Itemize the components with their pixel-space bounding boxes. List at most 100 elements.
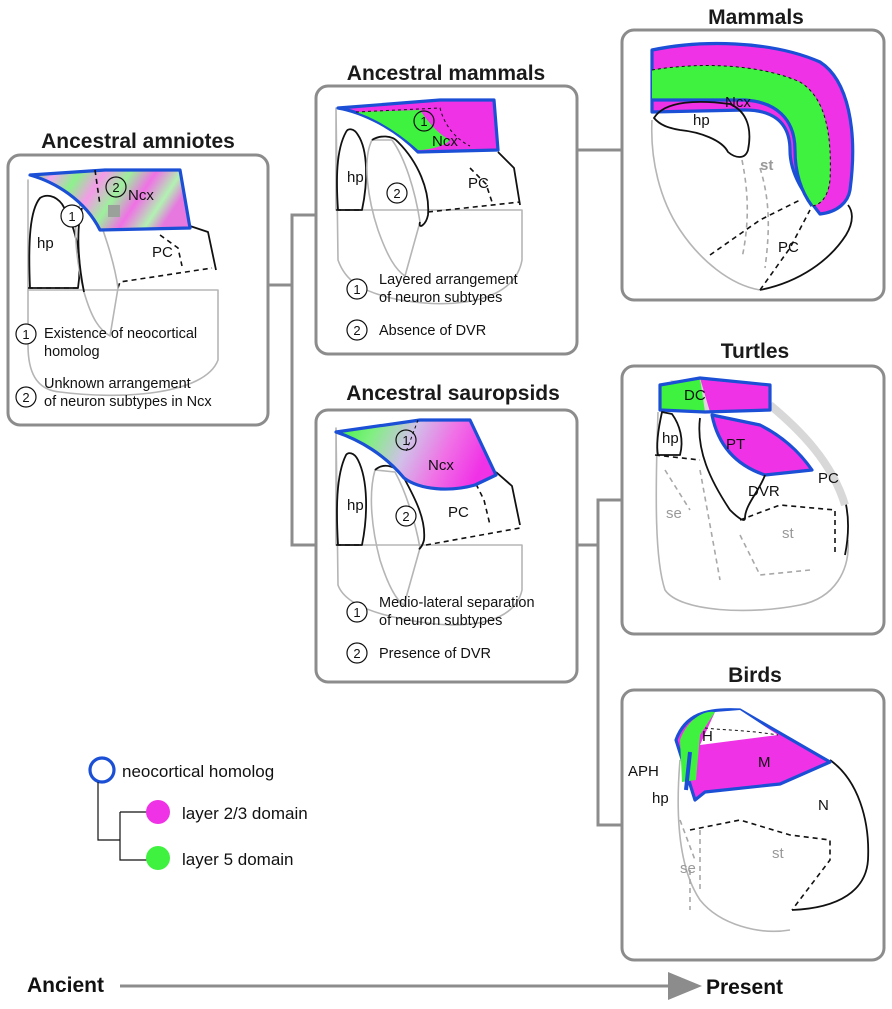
label-pt: PT (726, 436, 745, 453)
marker-2 (105, 176, 127, 198)
dc-outline (658, 376, 772, 414)
note-1-circle (346, 278, 368, 300)
note-2-line-1: Unknown arrangement (44, 376, 191, 392)
panel-ancestral-mammals: Ancestral mammals Ncx hp PC 1 2 1 Layere… (314, 62, 579, 356)
panel-title: Birds (728, 664, 782, 687)
legend: neocortical homolog layer 2/3 domain lay… (88, 756, 308, 870)
marker-1-num: 1 (402, 433, 409, 448)
layer-boundary (704, 727, 779, 736)
marker-2-num: 2 (393, 186, 400, 201)
notes: 1 Existence of neocortical homolog 2 Unk… (15, 323, 212, 410)
lobe-edge (374, 464, 426, 550)
panel-title: Mammals (708, 6, 804, 29)
label-se: se (680, 860, 696, 877)
note-2-circle (346, 642, 368, 664)
brain-outline (655, 411, 849, 612)
pallium-outline (497, 151, 521, 206)
label-m: M (758, 754, 771, 771)
panel-turtles: Turtles DC hp PT DVR PC se st (620, 340, 886, 636)
label-dc: DC (684, 387, 706, 404)
panel-title: Ancestral amniotes (41, 130, 235, 153)
note-1-num: 1 (22, 327, 29, 342)
pt-region (710, 413, 814, 477)
note-2-circle (346, 319, 368, 341)
label-hp: hp (37, 235, 54, 252)
marker-2-num: 2 (402, 509, 409, 524)
lobe-edge (371, 135, 430, 227)
note-2-num: 2 (353, 646, 360, 661)
legend-layer5-swatch (146, 846, 170, 870)
brain-outline (650, 119, 761, 291)
note-1-circle (15, 323, 37, 345)
note-1-line-1: Medio-lateral separation (379, 595, 535, 611)
note-1-line-2: of neuron subtypes (379, 613, 502, 629)
dashed-boundary (709, 199, 811, 291)
label-ncx: Ncx (725, 94, 751, 111)
marker-1 (60, 204, 84, 228)
legend-connector (97, 782, 150, 861)
label-hp: hp (652, 790, 669, 807)
label-ncx: Ncx (432, 133, 458, 150)
legend-neocortical-label: neocortical homolog (122, 762, 274, 781)
hippocampus-outline (336, 128, 367, 211)
hippocampus-outline (336, 452, 367, 546)
lateral-lobe-outline (370, 469, 421, 606)
label-hp: hp (347, 169, 364, 186)
axis-present: Present (706, 976, 783, 999)
layer5-region (652, 65, 831, 206)
note-2-line-1: Absence of DVR (379, 323, 486, 339)
brain-outline (791, 759, 870, 911)
dashed-boundary (159, 234, 183, 267)
marker-1 (413, 110, 435, 132)
note-1-line-2: homolog (44, 344, 100, 360)
marker-2 (395, 505, 417, 527)
pallium-outline (495, 471, 521, 526)
panel-title: Ancestral sauropsids (346, 382, 560, 405)
notes: 1 Medio-lateral separation of neuron sub… (346, 595, 535, 664)
panel-title: Turtles (721, 340, 789, 363)
label-st: st (760, 157, 773, 174)
layer-boundary (651, 65, 831, 207)
pallium-outline (189, 225, 217, 271)
note-2-num: 2 (22, 390, 29, 405)
note-1-num: 1 (353, 605, 360, 620)
label-hp: hp (693, 112, 710, 129)
layer5-region (660, 378, 705, 412)
note-1-line-1: Layered arrangement (379, 272, 518, 288)
brain-outline (677, 759, 791, 933)
note-1-circle (346, 601, 368, 623)
label-ncx: Ncx (428, 457, 454, 474)
legend-neocortical-swatch (88, 756, 116, 784)
aph-boundary (684, 751, 692, 791)
marker-1 (395, 429, 417, 451)
layer5-region (356, 110, 450, 150)
panel-ancestral-sauropsids: Ancestral sauropsids Ncx hp PC 1 2 1 Med… (314, 382, 579, 684)
note-2-circle (15, 386, 37, 408)
dashed-boundary (28, 267, 213, 289)
note-1-line-2: of neuron subtypes (379, 290, 502, 306)
legend-layer23-label: layer 2/3 domain (182, 804, 308, 823)
lateral-lobe-outline (366, 139, 421, 277)
dashed-boundary-gray (741, 159, 770, 269)
neocortical-homolog-region (28, 168, 192, 232)
note-2-num: 2 (353, 323, 360, 338)
label-pc: PC (778, 239, 799, 256)
hippocampus-outline (653, 100, 751, 158)
brain-outline (759, 204, 853, 291)
note-1-num: 1 (353, 282, 360, 297)
legend-layer23-swatch (146, 800, 170, 824)
label-hp: hp (347, 497, 364, 514)
panel-box (620, 364, 886, 636)
note-2-line-2: of neuron subtypes in Ncx (44, 394, 212, 410)
dashed-line (94, 169, 101, 206)
dvr-outline (698, 417, 766, 521)
pc-gray-band (767, 401, 849, 507)
marker-2-num: 2 (112, 180, 119, 195)
label-aph: APH (628, 763, 659, 780)
inner-outline (652, 98, 814, 207)
time-axis: Ancient Present (27, 972, 783, 1000)
label-pc: PC (152, 244, 173, 261)
label-pc: PC (468, 175, 489, 192)
label-hp: hp (662, 430, 679, 447)
hippocampus-outline (656, 411, 683, 456)
